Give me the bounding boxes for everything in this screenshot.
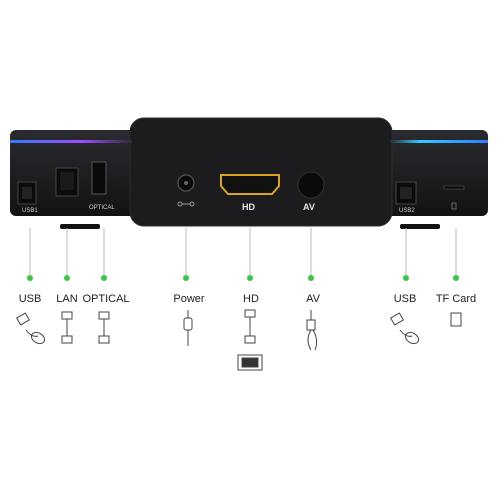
usb2-port: USB2 [395,181,417,214]
label-usb-2: USB [393,293,417,305]
hd-port-mark: HD [242,202,255,212]
ethernet-cable-icon [61,311,73,344]
hdmi-port: HD [220,174,280,212]
usb1-port: USB1 [17,181,38,214]
hdmi-cable-icon [237,309,263,371]
label-hd: HD [243,293,259,305]
tf-card-slot [443,185,465,210]
optical-port-mark: OPTICAL [89,205,115,211]
optical-cable-icon [98,311,110,344]
label-lan: LAN [56,293,78,305]
label-av: AV [306,293,320,305]
label-power: Power [173,293,205,305]
av-cable-icon [306,310,318,351]
usb-mouse-icon-2 [389,312,420,345]
usb-mouse-icon [15,312,46,345]
indicator-dots [27,275,459,281]
label-optical: OPTICAL [82,293,130,305]
led-strip-left [10,140,132,143]
led-strip-right [390,140,488,143]
power-plug-icon [183,310,193,346]
tv-box-device: USB1 OPTICAL HD A [10,117,488,229]
av-port: AV [297,171,325,212]
usb2-port-mark: USB2 [399,208,415,214]
label-usb-1: USB [18,293,42,305]
optical-port: OPTICAL [89,161,115,211]
label-tf-card: TF Card [435,293,477,305]
sd-card-icon [450,312,462,327]
lan-port [55,167,79,197]
usb1-port-mark: USB1 [22,208,38,214]
power-port [177,174,195,207]
av-port-mark: AV [303,202,315,212]
connector-lines [29,228,457,278]
